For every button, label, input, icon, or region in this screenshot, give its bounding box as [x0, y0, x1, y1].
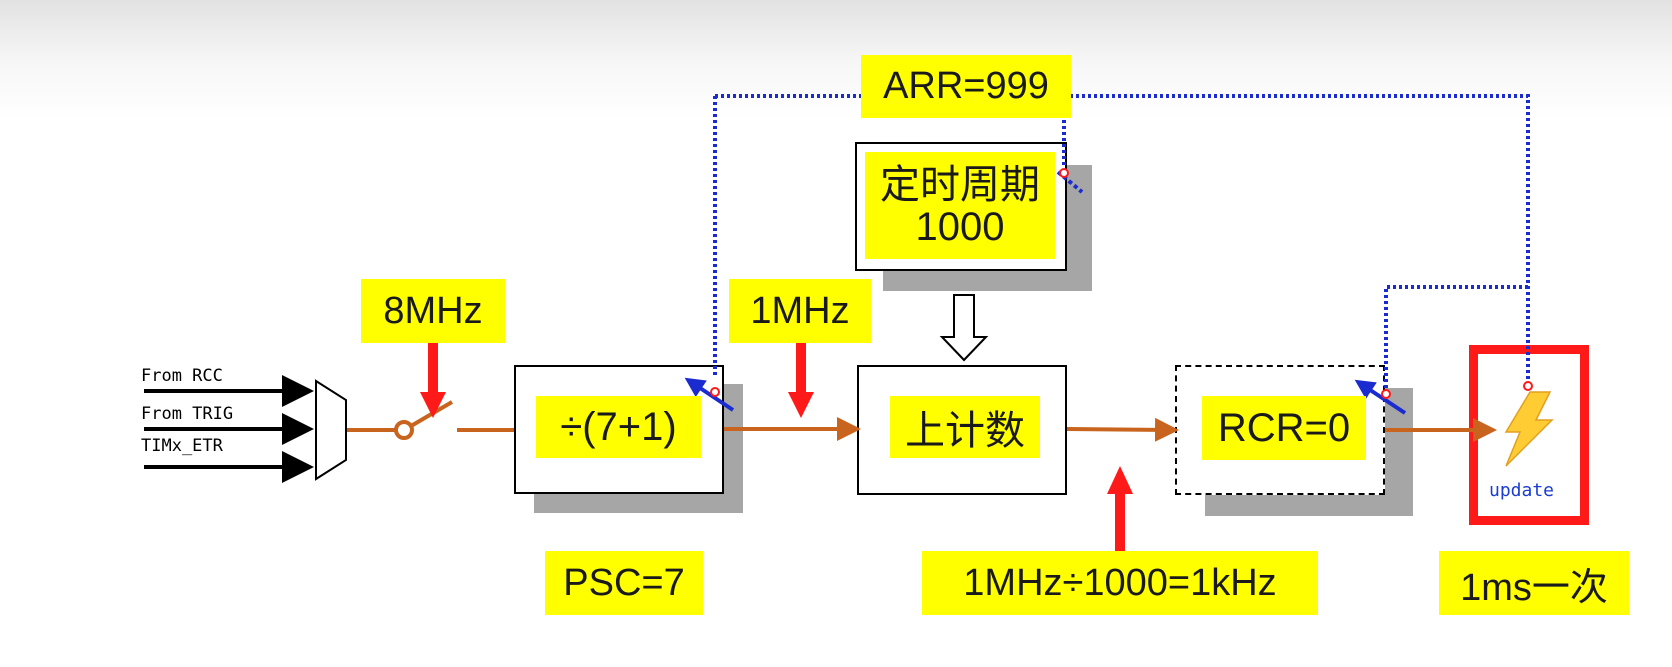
input-label-trig: From TRIG [141, 404, 234, 424]
link-point-rcr [1381, 389, 1391, 399]
label-arr: ARR=999 [861, 55, 1071, 118]
red-arrow-8mhz [420, 342, 446, 418]
period-label-line1: 定时周期 [880, 162, 1040, 207]
link-point-period [1059, 168, 1069, 178]
counter-label: 上计数 [890, 396, 1040, 458]
label-interval: 1ms一次 [1439, 551, 1629, 615]
switch-pivot [394, 420, 414, 440]
update-label: update [1489, 480, 1555, 501]
signal-counter-to-rcr [1066, 417, 1179, 442]
link-point-prescaler [710, 387, 720, 397]
label-1mhz: 1MHz [729, 279, 871, 343]
arr-dotted-links [713, 94, 1530, 388]
prescaler-label: ÷(7+1) [536, 396, 701, 458]
label-frequency-calc: 1MHz÷1000=1kHz [922, 551, 1318, 615]
rcr-adjust-mark [1354, 379, 1407, 415]
period-label: 定时周期 1000 [865, 152, 1055, 259]
red-arrow-frequency [1107, 466, 1133, 552]
input-label-etr: TIMx_ETR [141, 436, 223, 456]
hollow-arrow-period-to-counter [939, 294, 989, 362]
link-point-update [1523, 381, 1533, 391]
period-label-line2: 1000 [915, 204, 1005, 249]
input-label-rcc: From RCC [141, 366, 223, 386]
red-arrow-1mhz [788, 342, 814, 418]
prescaler-adjust-mark [684, 377, 735, 412]
input-multiplexer [315, 379, 347, 481]
label-psc: PSC=7 [545, 551, 703, 615]
label-8mhz: 8MHz [361, 279, 505, 343]
lightning-icon [1504, 391, 1554, 467]
rcr-label: RCR=0 [1202, 396, 1366, 460]
period-adjust-mark [1056, 170, 1084, 194]
